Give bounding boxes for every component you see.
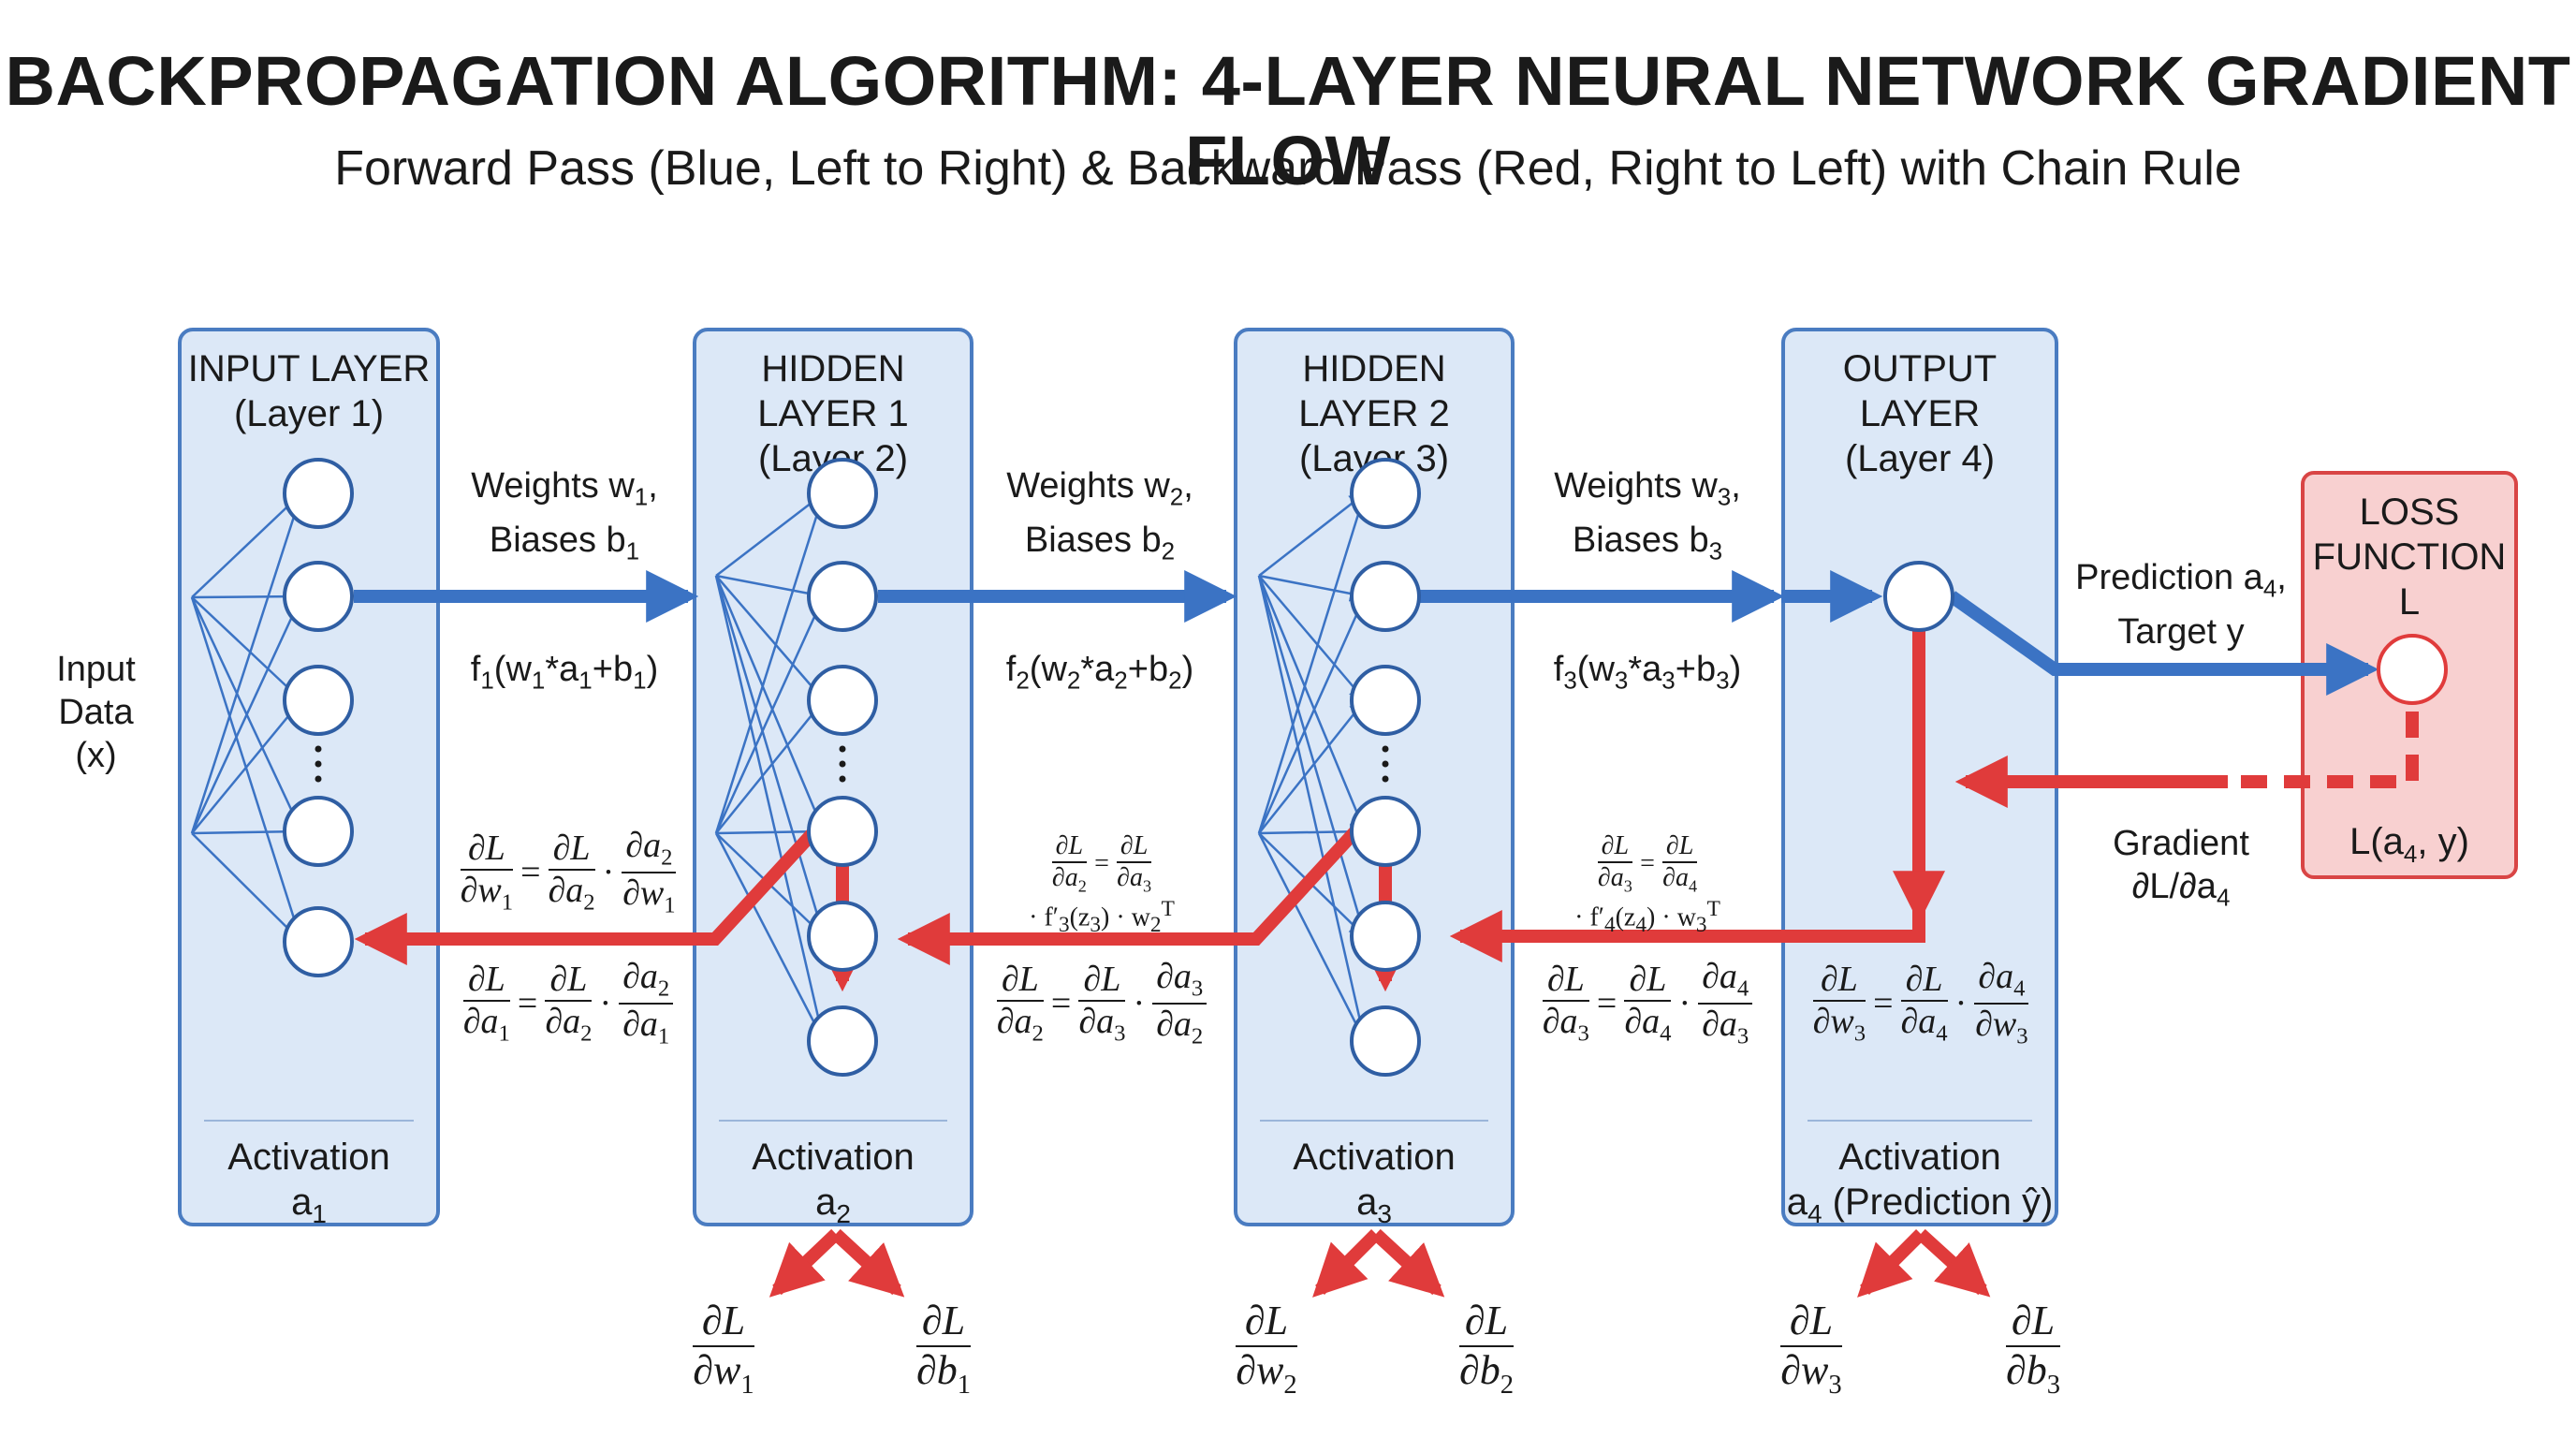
layer-title: OUTPUT LAYER [1842,348,1998,434]
activation-var: a1 [291,1181,327,1228]
gradient-label: Gradient ∂L/∂a4 [2113,824,2249,912]
hidden1-fan-connections [714,492,828,1043]
neuron-l2-5 [807,901,878,972]
layer-title: HIDDEN LAYER 2 [1298,348,1450,434]
fn-label-1: f1(w1*a1+b1) [470,650,659,695]
split-arrow-w3 [1857,1229,1925,1298]
loss-title-3: L [2398,581,2421,623]
fn-label-3: f3(w3*a3+b3) [1553,650,1742,695]
neuron-l3-2 [1350,561,1421,632]
weights-label-3: Weights w3, Biases b3 [1554,466,1741,565]
loss-dashed-gradient [2228,712,2419,788]
formula-dL-dw1: ∂L∂w1=∂L∂a2·∂a2∂w1 [460,826,677,918]
loss-expression: L(a4, y) [2349,821,2469,868]
forward-pass-arrows [354,570,2379,696]
loss-title-2: FUNCTION [2312,536,2507,578]
forward-arrow-to-loss [1947,591,2379,696]
neuron-l2-4 [807,796,878,867]
split-arrow-b1 [831,1228,905,1298]
neuron-loss [2377,634,2448,705]
neuron-l3-4 [1350,796,1421,867]
neuron-l1-5 [283,906,354,977]
layer-title: HIDDEN LAYER 1 [757,348,909,434]
neuron-l2-6 [807,1005,878,1077]
neuron-l1-4 [283,796,354,867]
formula-dL-dw3: ∂L∂w3=∂L∂a4·∂a4∂w3 [1812,957,2029,1049]
layer-title: INPUT LAYER [187,348,431,389]
neuron-l2-2 [807,561,878,632]
activation-label: Activation [227,1137,390,1178]
bottom-dL-db3: ∂L∂b3 [2005,1298,2061,1400]
activation-label: Activation [1838,1137,2001,1178]
activation-var: a3 [1356,1181,1392,1228]
backward-arrow-3-2 [897,827,1361,965]
neuron-l1-1 [283,458,354,529]
neuron-l3-3 [1350,665,1421,736]
weights-label-2: Weights w2, Biases b2 [1006,466,1193,565]
neuron-l3-6 [1350,1005,1421,1077]
page-title: BACKPROPAGATION ALGORITHM: 4-LAYER NEURA… [5,42,2571,199]
backward-arrow-output-down [1449,629,1925,962]
divider [1260,1120,1488,1122]
split-arrow-b2 [1371,1228,1445,1298]
neuron-l2-1 [807,458,878,529]
layer-subtitle: (Layer 1) [233,393,385,434]
bottom-dL-dw3: ∂L∂w3 [1780,1298,1842,1400]
layer-subtitle: (Layer 4) [1844,438,1996,479]
divider [204,1120,414,1122]
ellipsis-dots [315,745,1389,783]
input-fan-connections [190,492,305,944]
weights-label-1: Weights w1, Biases b1 [471,466,658,565]
neuron-l3-1 [1350,458,1421,529]
bottom-dL-dw2: ∂L∂w2 [1236,1298,1297,1400]
page-subtitle: Forward Pass (Blue, Left to Right) & Bac… [334,141,2242,196]
neuron-l1-2 [283,561,354,632]
bottom-dL-db1: ∂L∂b1 [915,1298,972,1400]
activation-label: Activation [752,1137,915,1178]
split-arrow-w1 [768,1228,841,1298]
neuron-l2-3 [807,665,878,736]
neuron-output [1883,561,1954,632]
loss-title-1: LOSS [2359,492,2460,533]
bottom-dL-db2: ∂L∂b2 [1458,1298,1515,1400]
formula-dL-da1: ∂L∂a1=∂L∂a2·∂a2∂a1 [447,957,689,1050]
split-arrow-w2 [1312,1229,1381,1298]
fn-label-2: f2(w2*a2+b2) [1005,650,1194,695]
activation-label: Activation [1293,1137,1456,1178]
prediction-label: Prediction a4, Target y [2075,558,2287,652]
neuron-l1-3 [283,665,354,736]
activation-var: a4 (Prediction ŷ) [1786,1181,2054,1228]
formula-dL-da2: ∂L∂a2=∂L∂a3·∂a3∂a2 [975,957,1228,1050]
backward-arrow-2-1 [354,827,820,965]
hidden2-fan-connections [1257,492,1370,1043]
neuron-l3-5 [1350,901,1421,972]
split-arrow-b3 [1916,1228,1991,1298]
activation-var: a2 [815,1181,851,1228]
formula-dL-da2-deriv: ∂L∂a2=∂L∂a3· f′3(z3) · w2T [1029,831,1175,937]
formula-dL-da3: ∂L∂a3=∂L∂a4·∂a4∂a3 [1518,957,1777,1050]
backward-pass-arrows [354,629,2419,1298]
formula-dL-da3-deriv: ∂L∂a3=∂L∂a4· f′4(z4) · w3T [1574,831,1720,937]
neurons [283,458,2448,1077]
bottom-dL-dw1: ∂L∂w1 [693,1298,754,1400]
divider [1808,1120,2032,1122]
divider [719,1120,947,1122]
